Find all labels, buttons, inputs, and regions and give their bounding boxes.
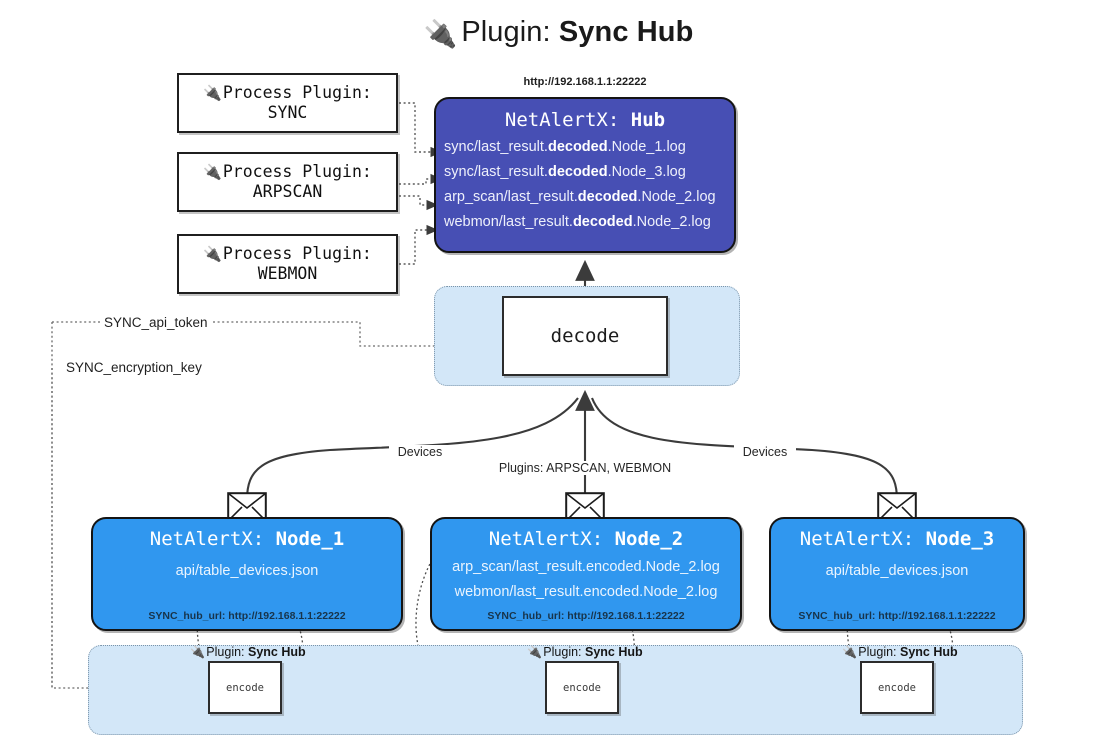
hub-log-line: arp_scan/last_result.decoded.Node_2.log [444, 189, 716, 205]
hub-title: NetAlertX: Hub [436, 109, 734, 131]
process-plugin-box-arpscan[interactable]: 🔌Process Plugin: ARPSCAN [177, 152, 398, 212]
encoder-caption: 🔌Plugin: Sync Hub [842, 645, 958, 659]
node-line: webmon/last_result.encoded.Node_2.log [454, 584, 718, 600]
envelope-icon [877, 492, 917, 527]
node-title: NetAlertX: Node_2 [488, 528, 684, 550]
edge-label-devices-left: Devices [389, 445, 451, 459]
secret-label-encryption-key: SYNC_encryption_key [62, 360, 206, 375]
node-footer: SYNC_hub_url: http://192.168.1.1:22222 [148, 610, 346, 622]
plug-icon: 🔌 [842, 645, 858, 659]
hub-title-name: Hub [630, 109, 666, 131]
process-plugin-name: ARPSCAN [252, 182, 323, 201]
plug-icon: 🔌 [190, 645, 206, 659]
node-title: NetAlertX: Node_3 [799, 528, 995, 550]
page-title: 🔌Plugin: Sync Hub [0, 16, 1117, 50]
page-title-prefix: Plugin: [461, 16, 559, 48]
node-box-node-1[interactable]: NetAlertX: Node_1 api/table_devices.json… [91, 517, 403, 631]
edge-label-plugins-center: Plugins: ARPSCAN, WEBMON [495, 461, 675, 475]
envelope-icon [227, 492, 267, 527]
process-plugin-name: SYNC [267, 103, 308, 122]
encode-box[interactable]: encode [208, 661, 282, 714]
page-title-name: Sync Hub [558, 16, 694, 48]
hub-title-prefix: NetAlertX: [504, 109, 631, 131]
encode-box[interactable]: encode [860, 661, 934, 714]
plug-icon: 🔌 [527, 645, 543, 659]
process-plugin-box-sync[interactable]: 🔌Process Plugin: SYNC [177, 73, 398, 133]
plug-icon: 🔌 [423, 19, 458, 49]
hub-box[interactable]: NetAlertX: Hub sync/last_result.decoded.… [434, 97, 736, 253]
edge-label-devices-right: Devices [734, 445, 796, 459]
node-box-node-3[interactable]: NetAlertX: Node_3 api/table_devices.json… [769, 517, 1025, 631]
process-plugin-label: Process Plugin: [222, 82, 372, 102]
process-plugin-label: Process Plugin: [222, 243, 372, 263]
plug-icon: 🔌 [203, 162, 222, 181]
node-box-node-2[interactable]: NetAlertX: Node_2 arp_scan/last_result.e… [430, 517, 742, 631]
encoder-caption: 🔌Plugin: Sync Hub [527, 645, 643, 659]
hub-log-line: webmon/last_result.decoded.Node_2.log [444, 214, 711, 230]
encoder-caption: 🔌Plugin: Sync Hub [190, 645, 306, 659]
node-line: api/table_devices.json [825, 563, 969, 579]
plug-icon: 🔌 [203, 244, 222, 263]
secret-label-api-token: SYNC_api_token [100, 315, 212, 330]
envelope-icon [565, 492, 605, 527]
node-footer: SYNC_hub_url: http://192.168.1.1:22222 [798, 610, 996, 622]
hub-log-line: sync/last_result.decoded.Node_3.log [444, 164, 686, 180]
encode-box[interactable]: encode [545, 661, 619, 714]
process-plugin-label: Process Plugin: [222, 161, 372, 181]
node-footer: SYNC_hub_url: http://192.168.1.1:22222 [487, 610, 685, 622]
decode-box[interactable]: decode [502, 296, 668, 376]
process-plugin-box-webmon[interactable]: 🔌Process Plugin: WEBMON [177, 234, 398, 294]
process-plugin-name: WEBMON [257, 264, 318, 283]
hub-url-label: http://192.168.1.1:22222 [523, 76, 647, 88]
hub-log-line: sync/last_result.decoded.Node_1.log [444, 139, 686, 155]
node-title: NetAlertX: Node_1 [149, 528, 345, 550]
plug-icon: 🔌 [203, 83, 222, 102]
node-line: arp_scan/last_result.encoded.Node_2.log [452, 559, 720, 575]
node-line: api/table_devices.json [175, 563, 319, 579]
